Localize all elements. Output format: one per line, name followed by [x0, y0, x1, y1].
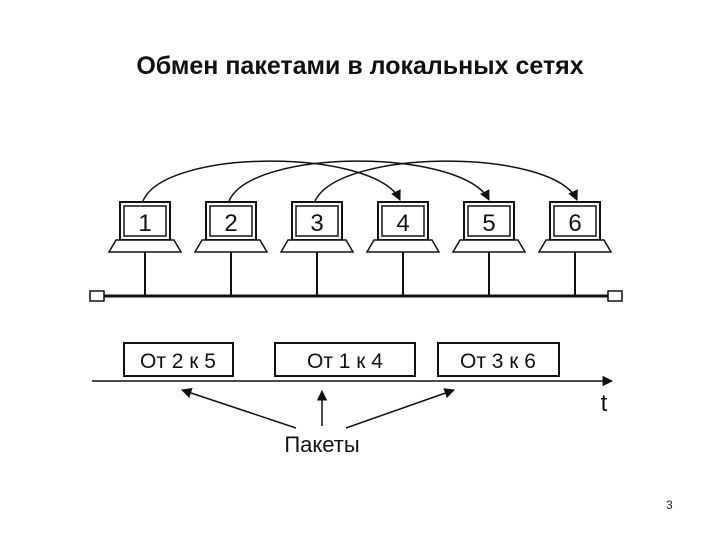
computer-label: 4	[396, 210, 409, 237]
packet-label: От 1 к 4	[307, 350, 383, 373]
packet-3: От 3 к 6	[437, 342, 560, 377]
transfer-arc-3-to-6	[314, 160, 578, 202]
computer-label: 1	[138, 210, 151, 237]
computer-1: 1	[107, 201, 183, 296]
computer-3: 3	[279, 201, 355, 296]
computer-label: 3	[310, 210, 323, 237]
packet-label: От 3 к 6	[460, 350, 536, 373]
computer-label: 5	[482, 210, 495, 237]
bus-terminator-right	[607, 290, 623, 302]
packet-label: От 2 к 5	[140, 350, 216, 373]
packet-1: От 2 к 5	[123, 342, 234, 377]
page-number: 3	[666, 498, 673, 512]
packet-2: От 1 к 4	[274, 342, 416, 377]
packets-pointer-left	[181, 388, 297, 429]
computer-4: 4	[365, 201, 441, 296]
computer-5: 5	[451, 201, 527, 296]
transfer-arc-2-to-5	[228, 160, 490, 202]
computer-label: 6	[568, 210, 581, 237]
slide-title: Обмен пакетами в локальных сетях	[136, 52, 584, 80]
computer-6: 6	[537, 201, 613, 296]
packets-pointer-right	[345, 388, 455, 429]
computer-label: 2	[224, 210, 237, 237]
computer-2: 2	[193, 201, 269, 296]
packets-label: Пакеты	[284, 432, 359, 457]
transfer-arc-1-to-4	[142, 160, 401, 202]
bus-terminator-left	[89, 290, 105, 302]
time-axis-label: t	[601, 390, 608, 417]
